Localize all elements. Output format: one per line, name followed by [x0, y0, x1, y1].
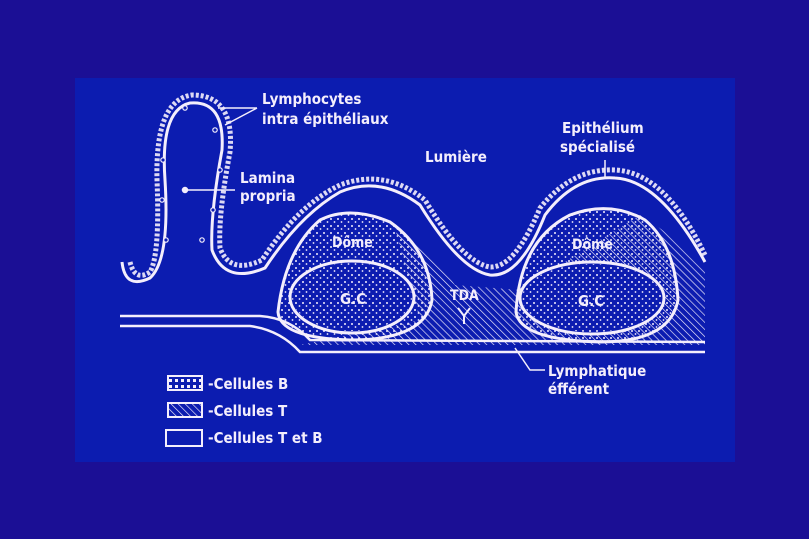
- label-lumiere: Lumière: [425, 148, 487, 166]
- label-dome-2: Dôme: [572, 237, 613, 253]
- label-lymphocytes-1: Lymphocytes: [262, 90, 361, 108]
- legend: -Cellules B -Cellules T -Cellules T et B: [165, 375, 323, 447]
- tda-cell-icon: [457, 307, 471, 324]
- germinal-center-2-fill: [522, 264, 662, 332]
- label-epithelium-2: spécialisé: [560, 138, 635, 156]
- label-lymphatique-2: éfférent: [548, 380, 610, 398]
- legend-swatch-tb: [165, 429, 203, 447]
- label-lamina-2: propria: [240, 187, 296, 205]
- epithelium: [120, 92, 708, 283]
- legend-swatch-b: [167, 375, 203, 391]
- legend-label-t: -Cellules T: [208, 402, 288, 420]
- label-gc-1: G.C: [340, 290, 366, 308]
- efferent-lymphatic: [120, 314, 706, 354]
- germinal-center-1-fill: [292, 263, 412, 331]
- label-lymphocytes-2: intra épithéliaux: [262, 110, 389, 128]
- label-gc-2: G.C: [578, 292, 604, 310]
- legend-label-b: -Cellules B: [208, 375, 288, 393]
- label-lamina-1: Lamina: [240, 169, 295, 187]
- legend-swatch-t: [167, 402, 203, 418]
- leader-lines: [181, 107, 606, 371]
- label-lymphatique-1: Lymphatique: [548, 362, 646, 380]
- label-dome-1: Dôme: [332, 235, 373, 251]
- label-epithelium-1: Epithélium: [562, 119, 644, 137]
- intraepithelial-lymphocytes: [159, 105, 223, 243]
- label-tda: TDA: [450, 288, 479, 304]
- legend-label-tb: -Cellules T et B: [208, 429, 323, 447]
